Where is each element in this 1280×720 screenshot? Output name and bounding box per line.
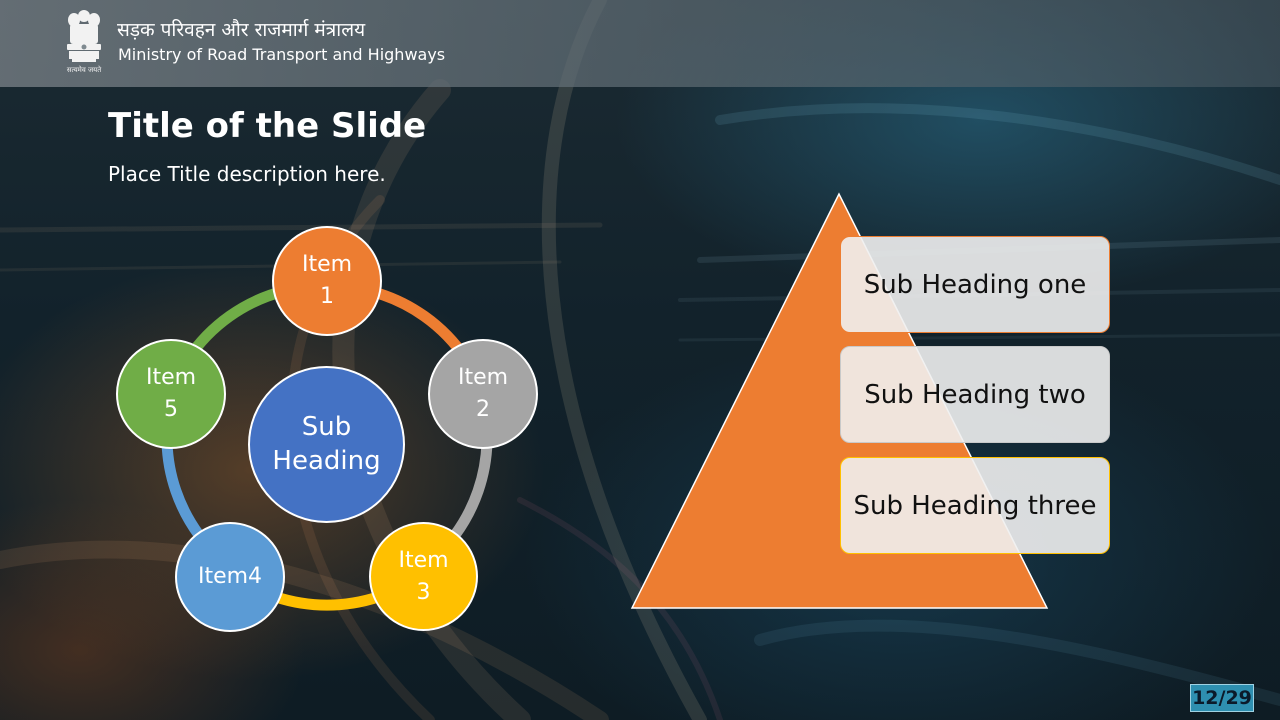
connector-item4-item5 bbox=[161, 441, 204, 539]
cycle-center-heading: Sub Heading bbox=[248, 366, 405, 523]
ministry-english-title: Ministry of Road Transport and Highways bbox=[118, 45, 446, 64]
national-emblem-icon: सत्यमेव जयते bbox=[67, 10, 102, 74]
cycle-item-5: Item 5 bbox=[116, 339, 226, 449]
header-band: सत्यमेव जयते सड़क परिवहन और राजमार्ग मंत… bbox=[0, 0, 1280, 87]
pyramid-sub-heading-one: Sub Heading one bbox=[840, 236, 1110, 333]
slide-title: Title of the Slide bbox=[108, 106, 427, 146]
pyramid-sub-heading-three: Sub Heading three bbox=[840, 457, 1110, 554]
pyramid-sub-heading-two: Sub Heading two bbox=[840, 346, 1110, 443]
ministry-hindi-title: सड़क परिवहन और राजमार्ग मंत्रालय bbox=[117, 19, 366, 41]
cycle-item-2: Item 2 bbox=[428, 339, 538, 449]
slide-description: Place Title description here. bbox=[108, 162, 386, 186]
connector-item3-item4 bbox=[274, 591, 380, 611]
emblem-motto: सत्यमेव जयते bbox=[67, 65, 102, 74]
page-number-badge: 12/29 bbox=[1190, 684, 1254, 712]
cycle-item-1: Item 1 bbox=[272, 226, 382, 336]
cycle-item-3: Item 3 bbox=[369, 522, 478, 631]
cycle-item-4: Item4 bbox=[175, 522, 285, 632]
connector-item2-item3 bbox=[450, 441, 493, 539]
